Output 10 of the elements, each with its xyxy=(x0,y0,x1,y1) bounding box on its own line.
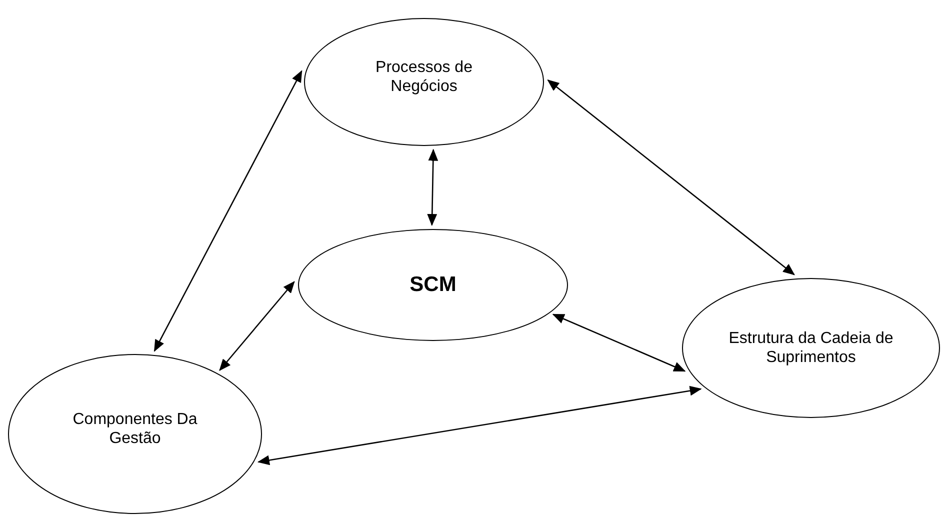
double-arrow xyxy=(154,70,302,352)
double-arrow xyxy=(427,148,438,226)
double-arrow xyxy=(219,280,295,372)
double-arrow xyxy=(257,386,702,466)
node-label: Componentes Da Gestão xyxy=(72,410,198,448)
node-label: SCM xyxy=(410,272,456,298)
node-label: Processos de Negócios xyxy=(374,58,474,96)
double-arrow xyxy=(547,80,795,276)
node-label: Estrutura da Cadeia de Suprimentos xyxy=(728,328,894,368)
double-arrow xyxy=(552,314,686,372)
